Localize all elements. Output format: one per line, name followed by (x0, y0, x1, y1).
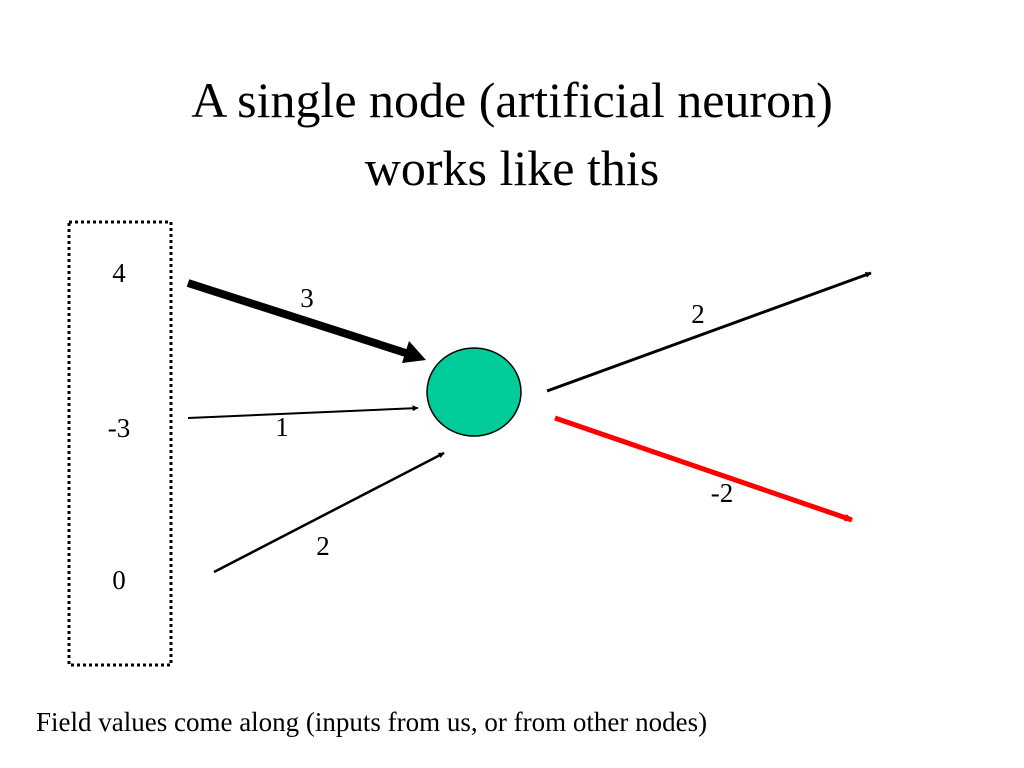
input-edge-1 (187, 405, 419, 419)
output-edge-0 (546, 271, 872, 393)
input-weight-1: 1 (275, 412, 289, 442)
input-weight-2: 2 (316, 531, 330, 561)
input-value-0: 4 (112, 258, 126, 288)
output-weight-0: 2 (691, 299, 705, 329)
input-weight-0: 3 (300, 283, 314, 313)
input-field-box (67, 220, 173, 667)
input-edge-2 (213, 451, 445, 574)
input-edge-0 (186, 279, 414, 359)
output-edge-1 (554, 415, 853, 523)
title-line-2: works like this (364, 140, 660, 196)
neuron-node (426, 347, 522, 437)
slide-title: A single node (artificial neuron) works … (0, 66, 1024, 202)
input-value-1: -3 (108, 413, 131, 443)
input-edge-0-arrowhead (402, 341, 426, 363)
output-weight-1: -2 (711, 478, 734, 508)
input-value-2: 0 (112, 565, 126, 595)
caption: Field values come along (inputs from us,… (36, 707, 708, 737)
title-line-1: A single node (artificial neuron) (191, 72, 833, 128)
